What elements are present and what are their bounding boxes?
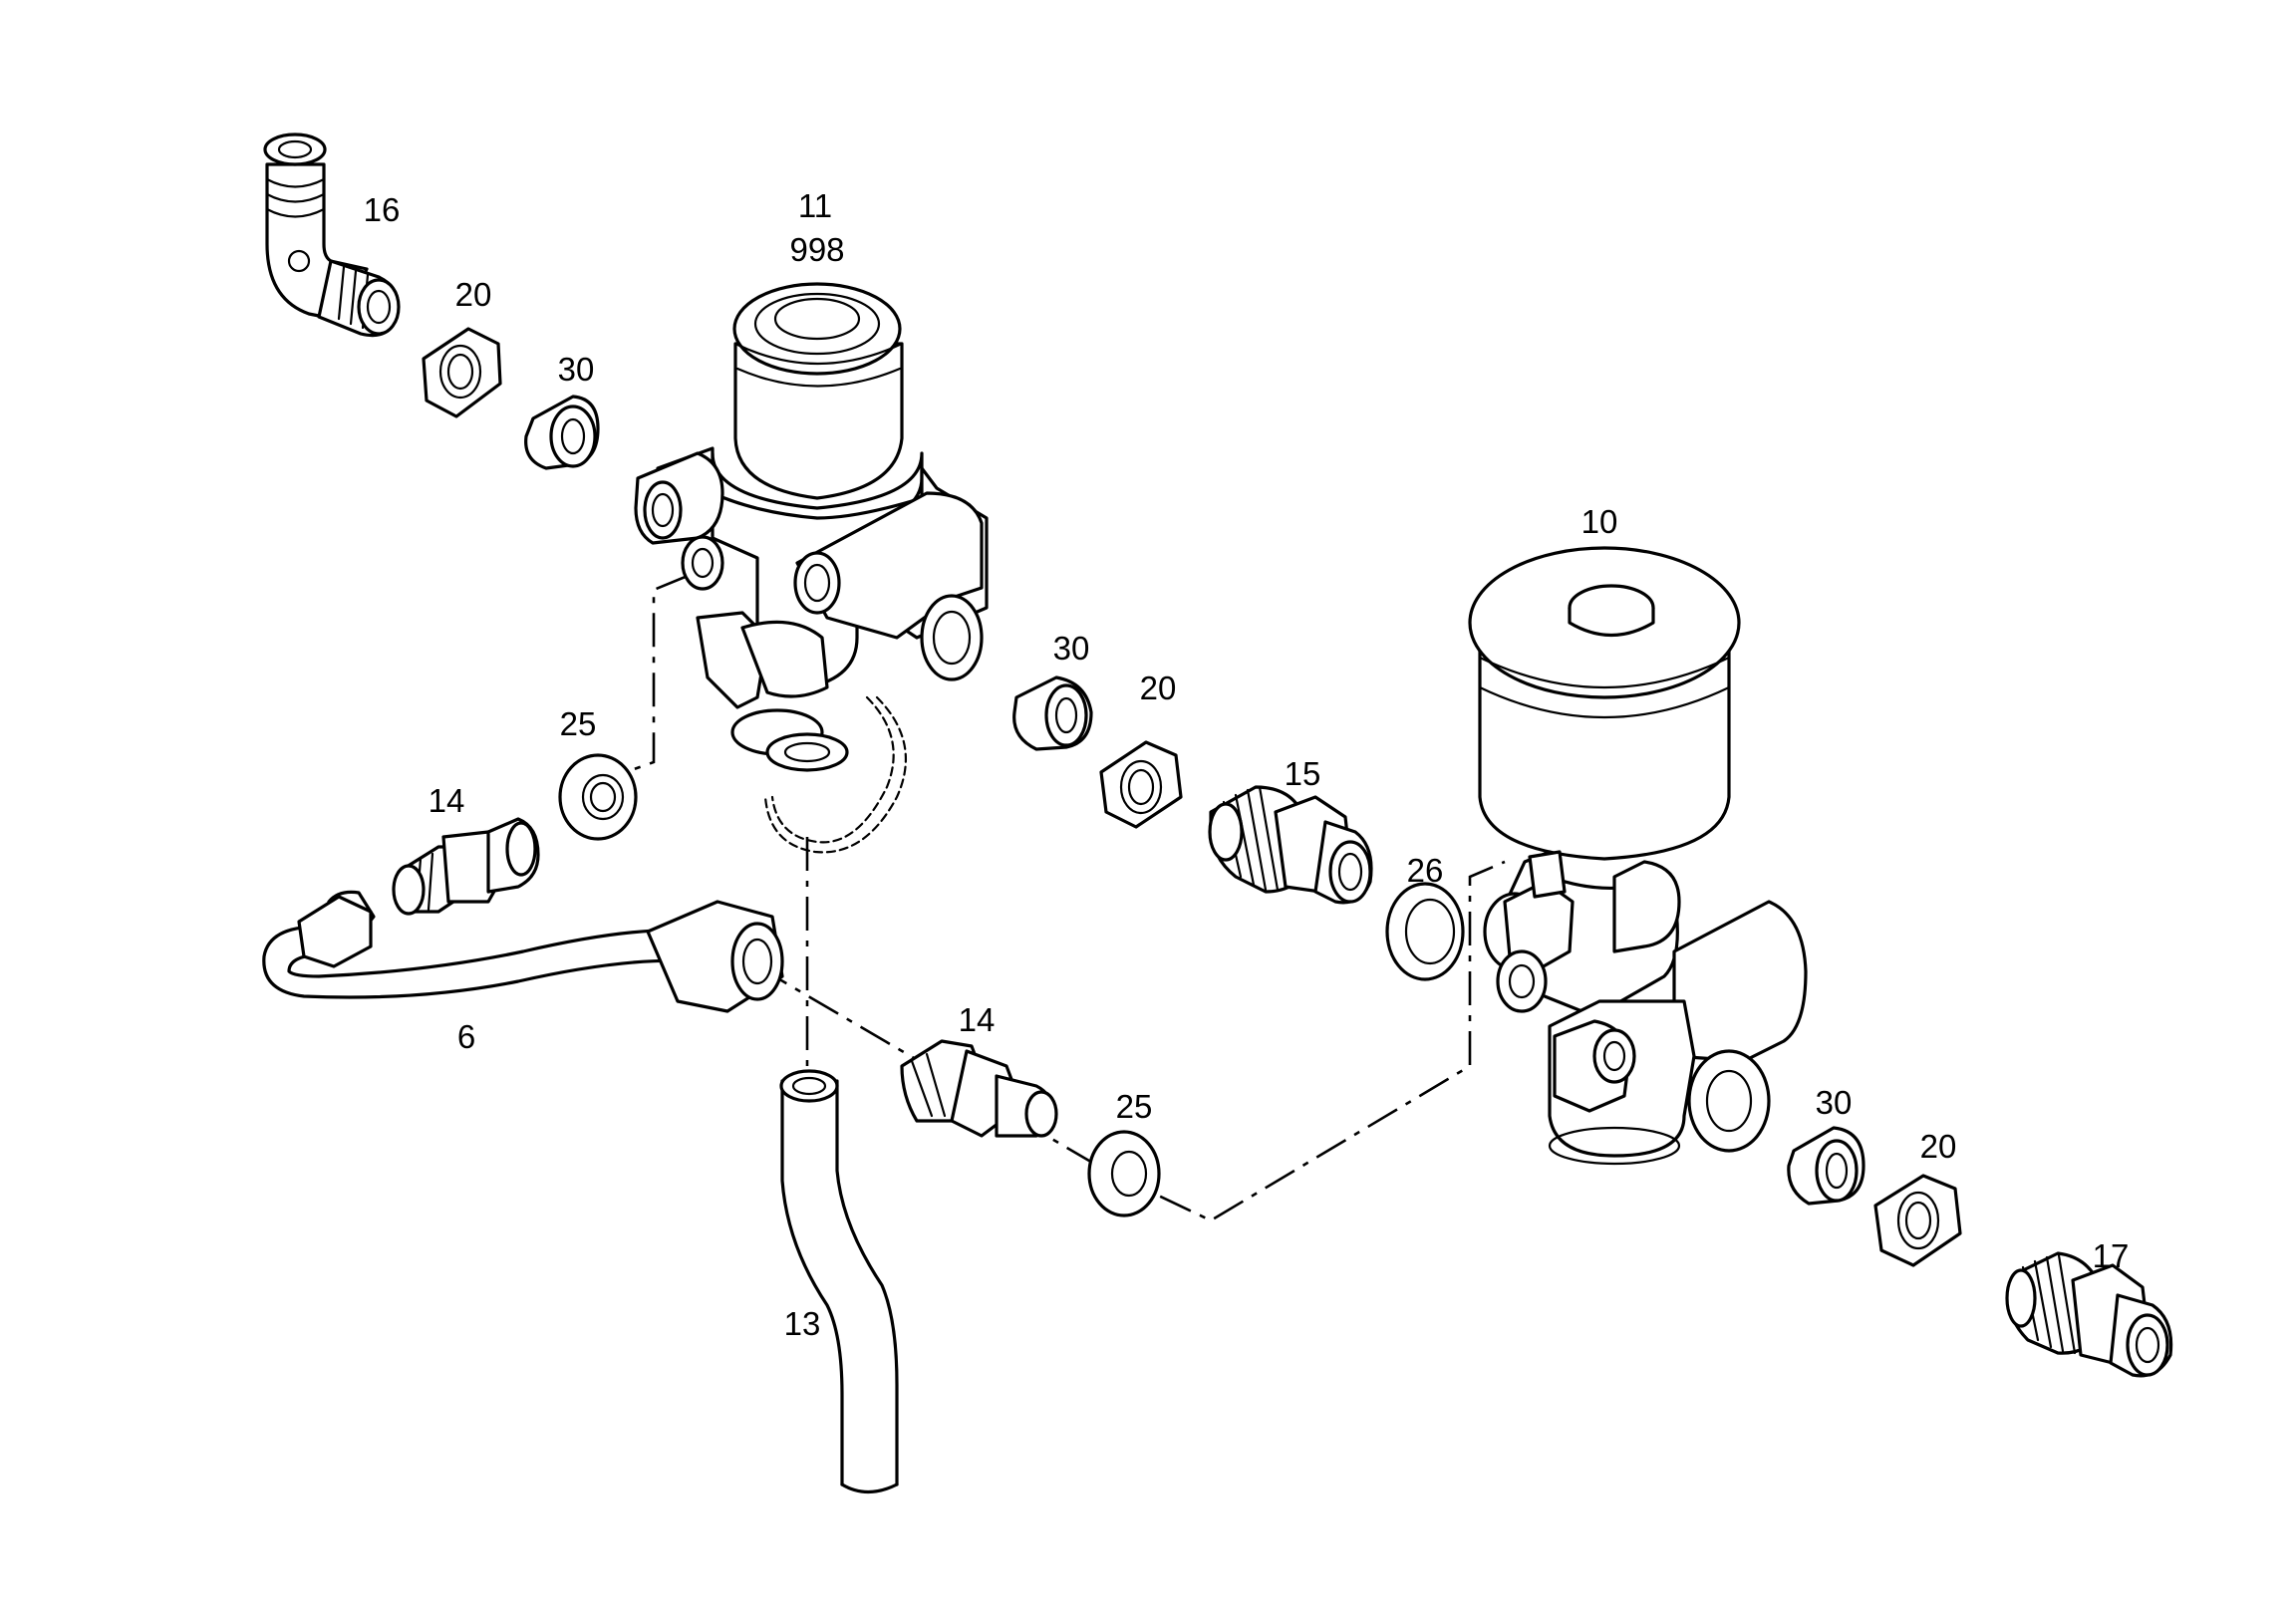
washer-25-a xyxy=(558,753,638,841)
callout-16: 16 xyxy=(364,191,401,228)
threaded-fitting-17 xyxy=(2005,1251,2173,1378)
hose-13 xyxy=(779,1069,899,1494)
callout-15: 15 xyxy=(1285,755,1321,792)
callout-25-left: 25 xyxy=(560,705,597,742)
callout-20-top: 20 xyxy=(455,276,492,313)
callout-11: 11 xyxy=(798,187,832,224)
callout-10: 10 xyxy=(1581,503,1618,540)
filter-assembly-10 xyxy=(1468,546,1808,1166)
callout-25-lower: 25 xyxy=(1116,1088,1153,1125)
hex-nut-20-c xyxy=(1873,1174,1962,1267)
hex-nut-20-b xyxy=(1099,740,1183,829)
fitting-14-a xyxy=(392,817,540,916)
elbow-fitting-16 xyxy=(263,133,401,338)
callout-30-middle: 30 xyxy=(1053,630,1090,667)
callout-26: 26 xyxy=(1407,852,1444,889)
spacer-30-c xyxy=(1787,1126,1866,1206)
callout-labels: 16 11 998 20 30 10 30 20 25 15 14 26 6 1… xyxy=(364,187,2130,1342)
callout-14-upper: 14 xyxy=(429,782,465,819)
pipe-6 xyxy=(262,890,784,1013)
washer-25-b xyxy=(1087,1130,1161,1217)
callout-30-top: 30 xyxy=(558,351,595,388)
callout-20-middle: 20 xyxy=(1140,670,1177,706)
callout-6: 6 xyxy=(457,1018,475,1055)
spacer-30-b xyxy=(1012,675,1093,751)
callout-13: 13 xyxy=(784,1305,821,1342)
threaded-fitting-15 xyxy=(1208,785,1373,905)
spacer-30-a xyxy=(524,395,600,470)
washer-26 xyxy=(1385,882,1465,981)
fitting-14-b xyxy=(900,1039,1058,1138)
hex-nut-20-a xyxy=(422,327,502,418)
callout-20-right: 20 xyxy=(1920,1128,1957,1165)
valve-assembly-11 xyxy=(634,282,989,854)
callout-30-right: 30 xyxy=(1816,1084,1853,1121)
callout-17: 17 xyxy=(2093,1237,2130,1274)
callout-14-lower: 14 xyxy=(959,1001,996,1038)
callout-998: 998 xyxy=(789,231,844,268)
